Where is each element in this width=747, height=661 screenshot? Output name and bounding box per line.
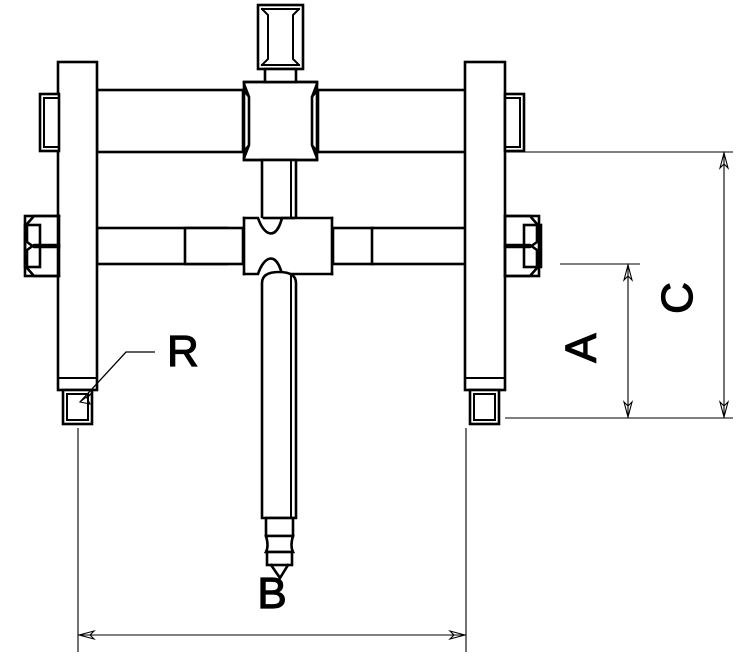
center-cross-block-top-profile (242, 216, 334, 235)
right-leg (463, 60, 507, 426)
center-block-upper (242, 80, 319, 162)
spindle-tip-collar-middle (263, 534, 296, 554)
left-lower-nut-lower-hex-face (25, 243, 61, 278)
dimension-b-label: B (257, 569, 286, 618)
dimension-c-top-arrowhead (718, 150, 730, 170)
spindle-upper-shaft (260, 158, 298, 220)
dimension-a-top-arrowhead (622, 262, 634, 282)
left-leg (56, 60, 99, 426)
upper-cross-bar-right-segment (316, 88, 468, 154)
left-leg-body (56, 60, 99, 392)
dimension-b-left-arrowhead (76, 629, 96, 641)
top-spindle-thread-stub (263, 67, 298, 84)
top-hex-nut-body (256, 3, 305, 71)
right-upper-bolt-head-body (503, 92, 526, 153)
right-upper-bolt-head (503, 92, 526, 153)
lower-cross-bar-right-inner (331, 226, 375, 266)
spindle-tip-point (269, 563, 290, 581)
left-lower-hex-nut (23, 214, 61, 278)
callout-r-leader-line (79, 351, 155, 403)
top-hex-nut-right-face (292, 7, 301, 67)
center-block-upper-body (242, 80, 319, 162)
left-upper-bolt-head (38, 92, 61, 153)
top-hex-nut (256, 3, 305, 84)
dimension-b: B (76, 428, 468, 652)
right-leg-foot (468, 388, 501, 426)
right-upper-bolt-head-inner (504, 97, 521, 148)
spindle-shaft-body (260, 270, 298, 520)
callout-r-label: R (167, 327, 199, 376)
left-upper-bolt-head-body (38, 92, 61, 153)
dimension-c-bottom-arrowhead (718, 400, 730, 420)
spindle-tip (263, 516, 296, 581)
dimension-c-label: C (653, 282, 702, 314)
center-cross-block (242, 216, 334, 284)
left-upper-bolt-head-inner (43, 97, 60, 148)
right-leg-foot-inner (473, 393, 496, 421)
right-lower-nut-lower-hex-face (503, 243, 539, 278)
dimension-a-label: A (557, 333, 606, 363)
spindle-tip-collar-lower (265, 550, 294, 567)
right-lower-hex-nut (503, 214, 543, 278)
left-lower-nut-upper-hex-face (25, 214, 61, 249)
upper-cross-bar-left-segment (95, 88, 245, 154)
left-leg-foot (61, 388, 94, 426)
callout-r-arrowhead (78, 391, 94, 405)
lower-cross-bar (95, 226, 468, 266)
right-leg-body (463, 60, 507, 392)
right-lower-nut-upper-hex-face (503, 214, 539, 249)
lower-cross-bar-right-outer (370, 226, 468, 266)
lower-cross-bar-left-inner (183, 226, 245, 266)
dimension-c: C (505, 150, 733, 420)
callout-r: R (78, 326, 199, 405)
upper-cross-bar (95, 88, 468, 154)
left-leg-foot-inner (66, 393, 89, 421)
center-cross-block-fill (244, 218, 332, 284)
top-hex-nut-left-face (260, 7, 269, 67)
dimension-a-bottom-arrowhead (622, 400, 634, 420)
spindle-shaft (260, 270, 298, 520)
dimension-b-right-arrowhead (448, 629, 468, 641)
spindle-tip-collar-upper (264, 516, 295, 538)
dimension-a: A (556, 262, 640, 420)
